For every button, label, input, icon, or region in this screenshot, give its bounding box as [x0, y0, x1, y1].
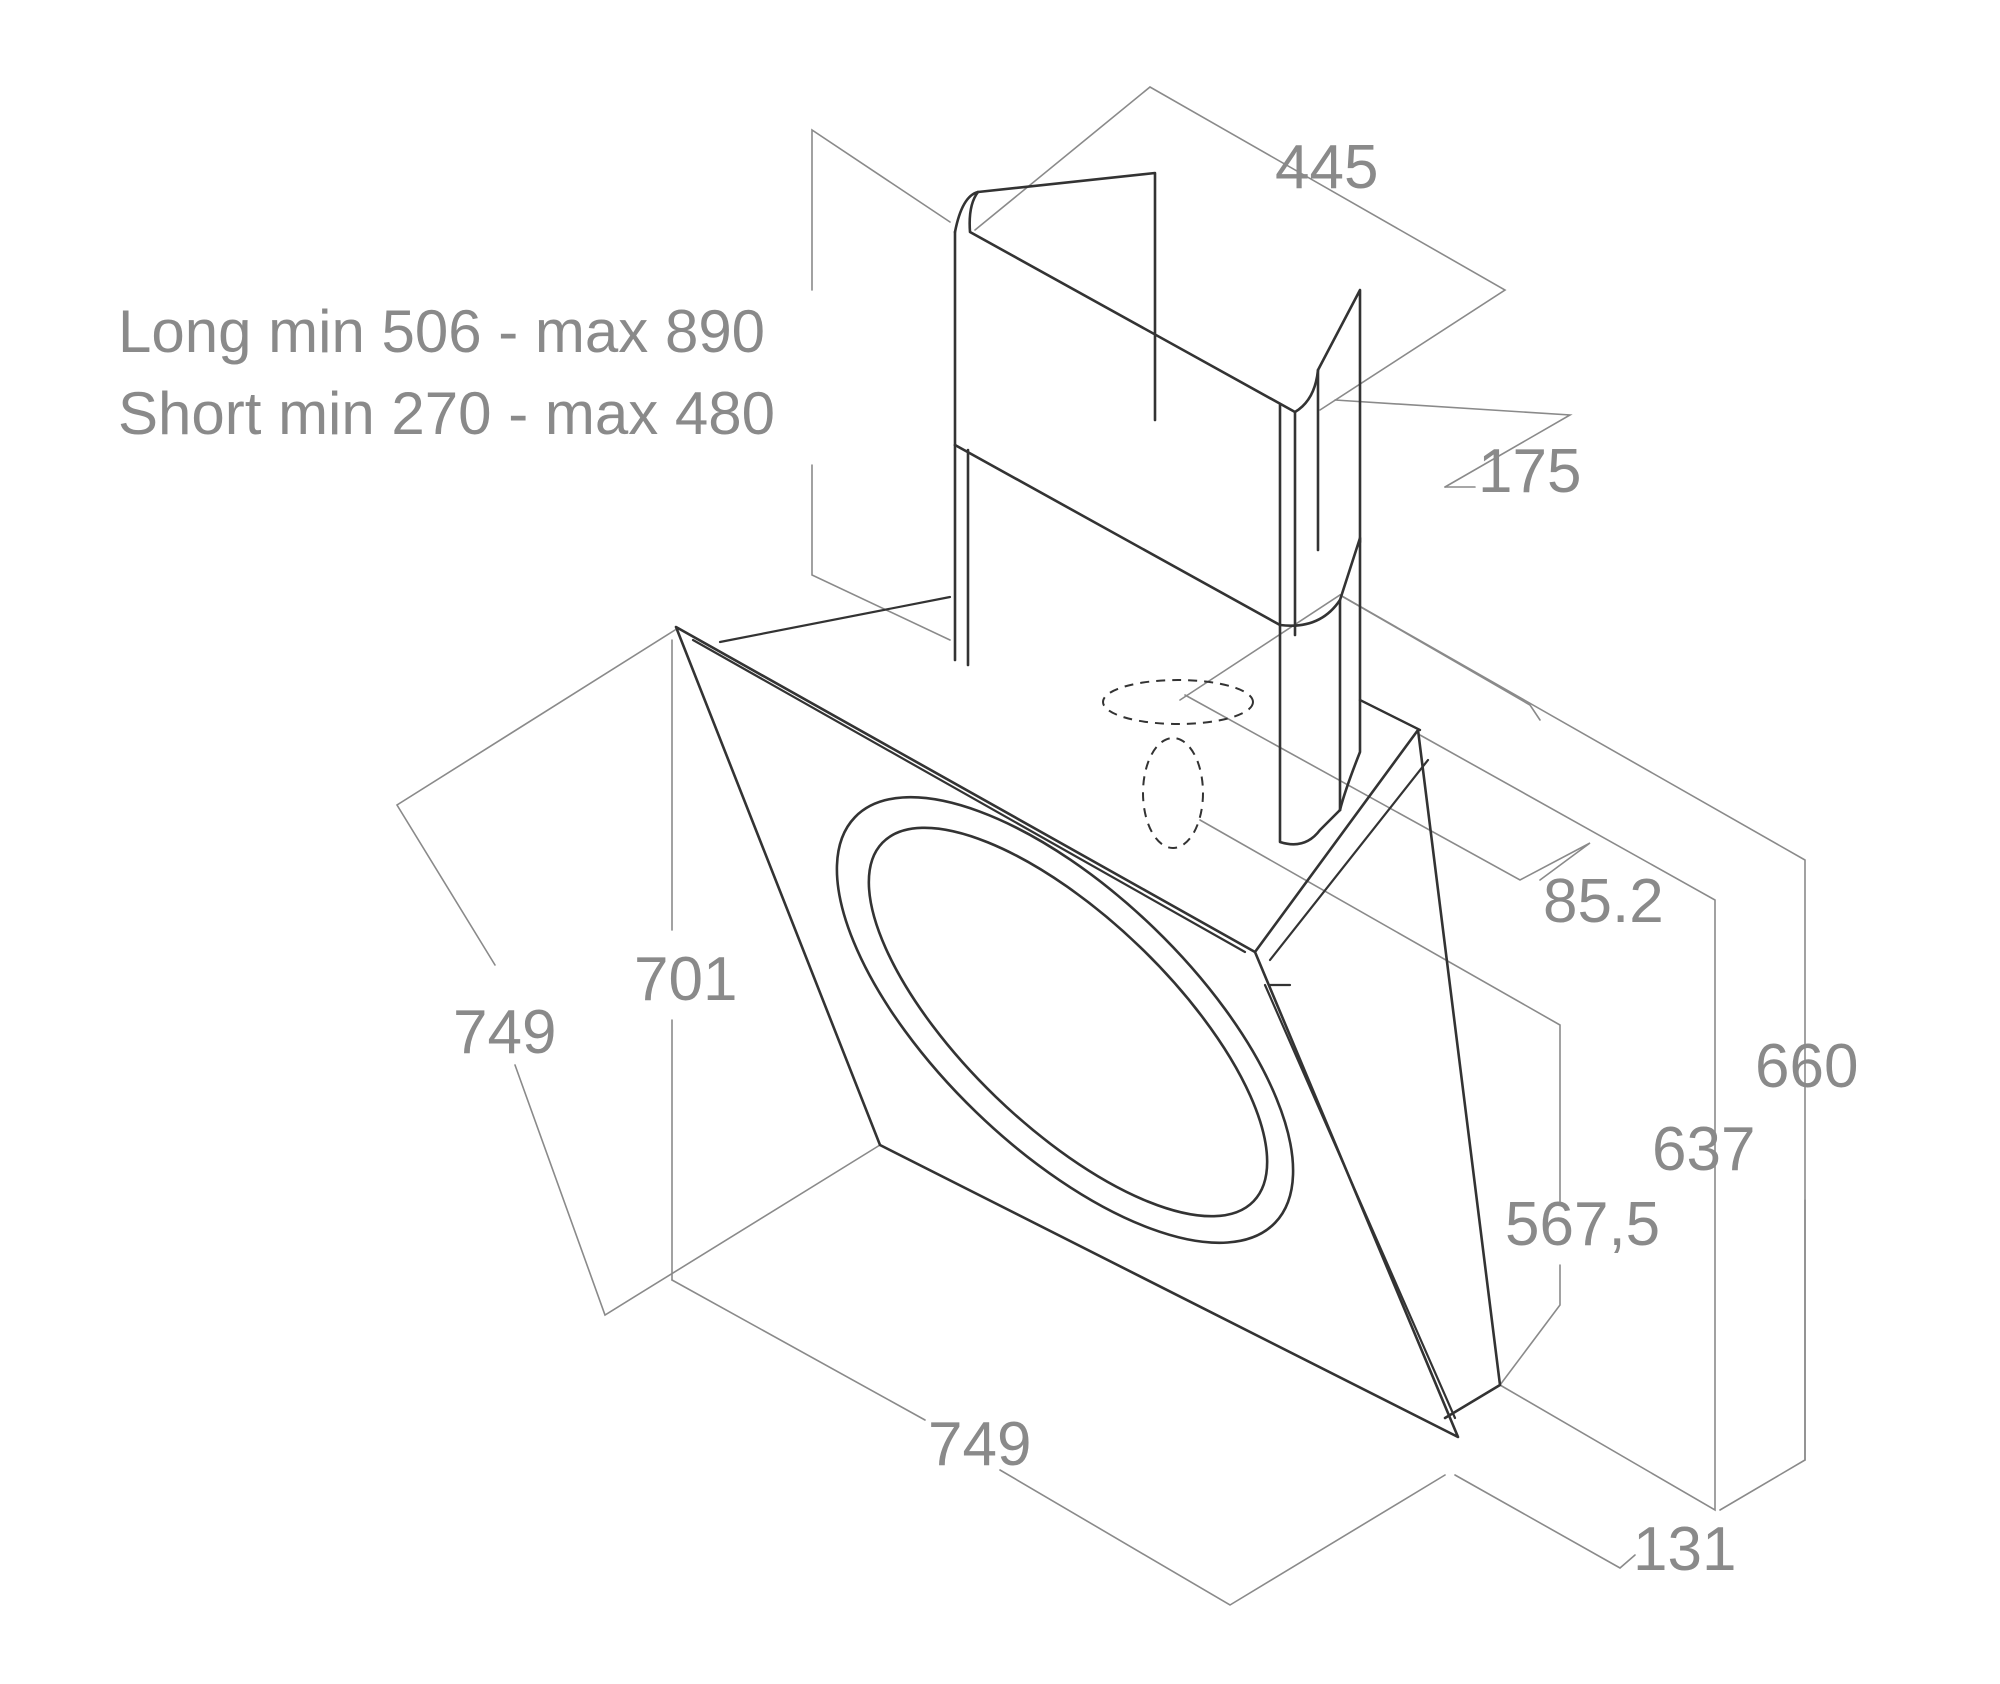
dim-line-duct-offset-bottom [1184, 694, 1591, 881]
dim-line-glass-side-top [395, 629, 676, 966]
chimney [953, 171, 1422, 846]
short-chimney-range-label: Short min 270 - max 480 [118, 380, 775, 447]
dim-line-glass-side-bottom [514, 1064, 881, 1317]
dim-line-chimney-depth [1334, 399, 1573, 488]
long-chimney-range-label: Long min 506 - max 890 [118, 298, 766, 365]
dim-label-chimney-depth: 175 [1478, 437, 1581, 506]
glass-ring-inner [867, 826, 1269, 1218]
dim-line-bottom-depth [1454, 1474, 1636, 1569]
dim-line-front-height-top [1199, 819, 1561, 1206]
duct-outlet-top [1102, 679, 1254, 725]
chimney-base-edge [1358, 698, 1422, 732]
glass-panel-bevel-right [1263, 983, 1457, 1420]
dim-label-glass-bottom-width: 749 [928, 1410, 1031, 1479]
dim-line-body-height [1419, 734, 1716, 1512]
dim-label-duct-offset: 85.2 [1543, 867, 1664, 936]
chimney-upper-front-edge [968, 190, 1362, 544]
dim-label-bottom-depth: 131 [1633, 1515, 1736, 1584]
dim-line-front-height-bottom [1499, 1264, 1561, 1386]
back-plate-top-edge [718, 595, 952, 644]
body-right-side [1253, 728, 1502, 1420]
body-right-side-inner [1268, 758, 1430, 962]
chimney-upper-back-edge [953, 171, 1157, 422]
dim-line-chimney-height-top [811, 128, 951, 291]
chimney-lower-top-edge [953, 443, 1362, 812]
dim-label-front-height: 567,5 [1505, 1190, 1660, 1259]
hood-body [674, 595, 1502, 1439]
glass-ring-outer [835, 795, 1295, 1245]
dim-label-glass-height: 701 [634, 945, 737, 1014]
dim-line-chimney-width [974, 86, 1507, 411]
dim-label-total-height: 660 [1755, 1032, 1858, 1101]
dim-line-chimney-height-bottom [811, 464, 951, 641]
duct-outlet-rear [1142, 737, 1204, 849]
dim-label-glass-side-width: 749 [453, 998, 556, 1067]
dim-line-total-height [1339, 594, 1806, 1511]
chimney-lower-front-fold [1278, 623, 1342, 846]
dim-line-glass-bottom-right [999, 1469, 1446, 1606]
glass-panel [674, 625, 1460, 1439]
dim-label-chimney-width: 445 [1275, 133, 1378, 202]
dim-label-body-height: 637 [1652, 1115, 1755, 1184]
dimension-lines [395, 86, 1806, 1606]
glass-panel-bevel-top [691, 638, 1247, 954]
dim-line-glass-bottom-left [671, 1279, 926, 1421]
